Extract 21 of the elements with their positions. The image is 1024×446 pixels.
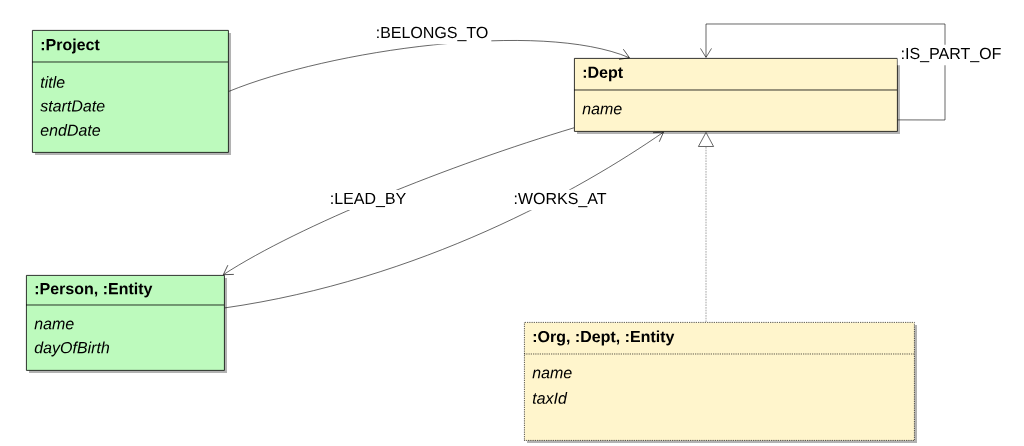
class-name: :Person, :Entity — [35, 282, 153, 298]
attribute-text: name — [34, 320, 74, 330]
arrow — [698, 132, 714, 323]
arrow — [224, 131, 664, 309]
attribute-text: dayOfBirth — [34, 341, 110, 357]
arrow — [700, 23, 946, 121]
attribute-text: startDate — [40, 100, 105, 112]
edge-label: :LEAD_BY — [326, 189, 410, 211]
attribute-text: taxId — [532, 392, 568, 404]
edge-label: :WORKS_AT — [510, 189, 610, 211]
attribute-text: name — [582, 105, 622, 115]
attribute-text: name — [532, 369, 572, 379]
attribute-text: endDate — [40, 124, 101, 136]
arrow — [228, 40, 630, 92]
class-name: :Project — [41, 38, 100, 54]
class-name: :Org, :Dept, :Entity — [533, 330, 675, 346]
arrow — [223, 127, 575, 275]
edge-label: :IS_PART_OF — [897, 44, 1005, 66]
attribute-text: title — [40, 76, 65, 88]
edge-label: :BELONGS_TO — [372, 23, 492, 45]
class-name: :Dept — [583, 66, 623, 82]
